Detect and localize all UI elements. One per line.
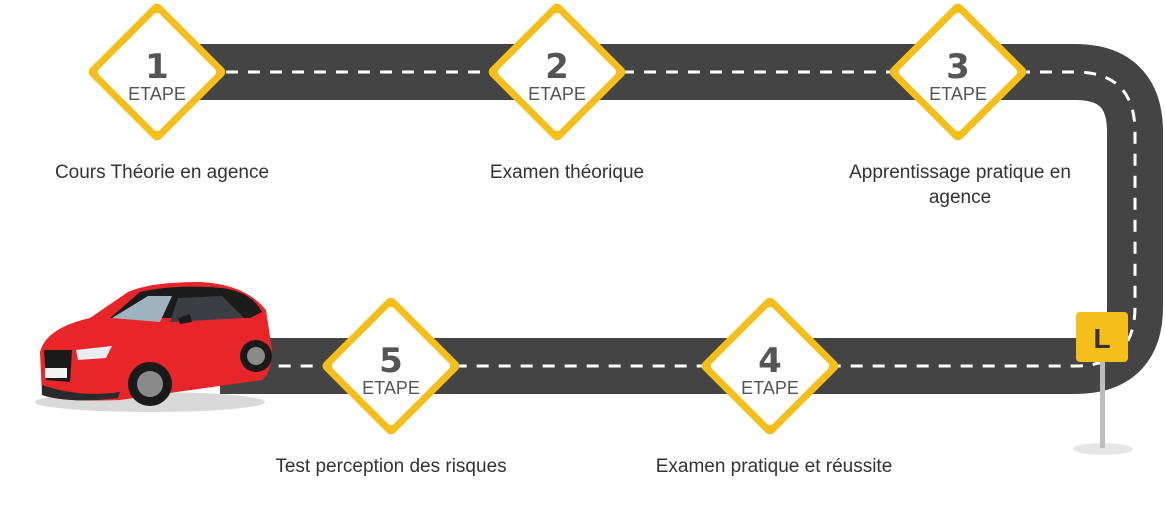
step-2-marker: 2 ETAPE — [488, 3, 626, 141]
car-headlight — [76, 346, 112, 360]
car-front-rim — [137, 371, 163, 397]
sign-post — [1100, 360, 1105, 448]
step-5-caption: Test perception des risques — [275, 456, 507, 477]
step-2-caption: Examen théorique — [489, 162, 645, 183]
step-3-number: 3 — [946, 47, 970, 87]
step-5-label: ETAPE — [362, 378, 420, 398]
step-2-label: ETAPE — [528, 84, 586, 104]
sign-post-shadow — [1073, 443, 1133, 455]
road-lane-marking — [160, 70, 1137, 368]
sign-plate — [1076, 312, 1128, 362]
step-5-number: 5 — [379, 341, 403, 381]
car-illustration — [35, 282, 272, 412]
sign-letter: L — [1093, 323, 1110, 354]
car-rear-rim — [247, 347, 265, 365]
car-plate — [45, 368, 67, 378]
car-windshield — [112, 296, 172, 322]
step-3-caption: Apprentissage pratique en agence — [849, 162, 1071, 208]
step-1-caption: Cours Théorie en agence — [54, 162, 270, 183]
step-1-number: 1 — [145, 47, 169, 87]
step-1-marker: 1 ETAPE — [88, 3, 226, 141]
step-1-label: ETAPE — [128, 84, 186, 104]
step-2-number: 2 — [545, 47, 569, 87]
step-4-marker: 4 ETAPE — [701, 297, 839, 435]
step-4-number: 4 — [758, 341, 782, 381]
step-5-marker: 5 ETAPE — [322, 297, 460, 435]
car-bumper — [42, 385, 120, 401]
step-3-marker: 3 ETAPE — [889, 3, 1027, 141]
learner-sign: L — [1073, 312, 1133, 455]
car-mirror — [178, 314, 192, 324]
step-4-label: ETAPE — [741, 378, 799, 398]
step-3-label: ETAPE — [929, 84, 987, 104]
step-4-caption: Examen pratique et réussite — [655, 456, 893, 477]
road — [160, 44, 1163, 394]
